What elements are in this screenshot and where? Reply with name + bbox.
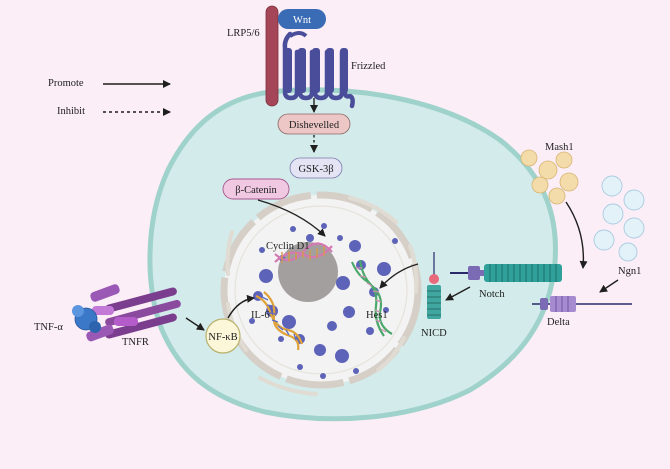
cyclin-label: Cyclin D1 <box>266 241 309 252</box>
arrow-catenin-cyclin <box>257 199 326 237</box>
delta-ligand <box>532 296 632 312</box>
wnt-label: Wnt <box>293 15 311 26</box>
mash1-label: Mash1 <box>545 142 574 153</box>
nicd-label: NICD <box>421 328 447 339</box>
nucleolus <box>278 242 338 302</box>
nfkb-label: NF-κB <box>208 332 237 343</box>
vesicles <box>249 223 398 379</box>
il6-label: IL-6 <box>251 310 270 321</box>
hes1-label: Hes1 <box>366 310 388 321</box>
hes1-dna <box>350 259 393 337</box>
tnfr-receptor <box>86 284 181 342</box>
legend-inhibit-label: Inhibit <box>57 106 85 117</box>
notch-receptor <box>450 264 562 282</box>
dishevelled-box <box>277 113 351 135</box>
notch-label: Notch <box>479 289 505 300</box>
tnfr-label: TNFR <box>122 337 149 348</box>
nfkb-node <box>205 318 241 354</box>
gsk-box <box>289 157 343 179</box>
ngn1-cluster <box>593 175 645 262</box>
dishevelled-label: Dishevelled <box>289 120 340 131</box>
cyclin-dna <box>274 242 333 263</box>
arrow-tnfr-nfkb <box>185 317 205 331</box>
mash1-cluster <box>520 149 579 205</box>
arrow-ngn1-delta <box>599 279 619 293</box>
catenin-box <box>222 178 290 200</box>
gsk-label: GSK-3β <box>298 164 333 175</box>
lrp-label: LRP5/6 <box>227 28 260 39</box>
tnfa-label: TNF-α <box>34 322 63 333</box>
tnfa-ligand <box>72 305 101 333</box>
wnt-ligand <box>278 9 326 29</box>
delta-label: Delta <box>547 317 570 328</box>
arrow-nicd-hes1 <box>379 263 419 289</box>
lrp-receptor <box>265 5 279 107</box>
legend-promote-label: Promote <box>48 78 84 89</box>
catenin-label: β-Catenin <box>235 185 277 196</box>
nicd-receptor <box>427 252 441 319</box>
frizzled-n-terminus <box>288 31 308 38</box>
ngn1-label: Ngn1 <box>618 266 641 277</box>
arrow-notch-nicd <box>445 286 471 301</box>
frizzled-helices <box>284 48 348 93</box>
arrow-nfkb-il6 <box>227 294 255 319</box>
frizzled-label: Frizzled <box>351 61 386 72</box>
il6-dna <box>255 291 304 351</box>
arrow-mash1-delta <box>565 201 588 269</box>
